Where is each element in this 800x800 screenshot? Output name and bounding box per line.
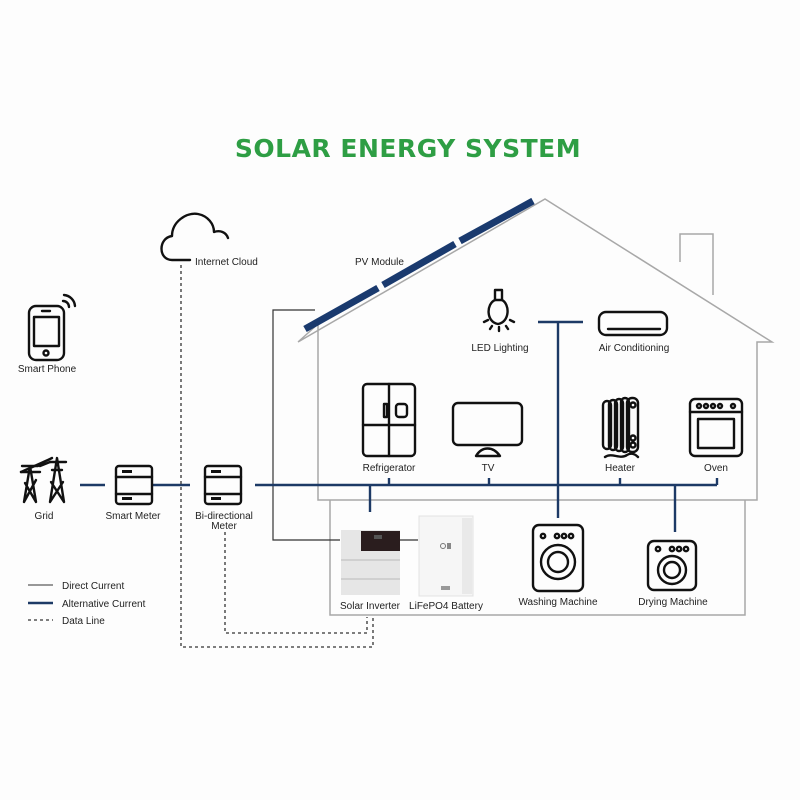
drying-machine-icon [646, 539, 698, 592]
grid-label: Grid [35, 511, 54, 522]
pv-module [303, 197, 535, 333]
solar-inverter-icon [341, 530, 400, 595]
heater-icon [601, 396, 640, 459]
air-conditioner-icon [597, 310, 669, 337]
diagram-title: SOLAR ENERGY SYSTEM [235, 134, 581, 163]
legend-item-direct-current: Direct Current [28, 581, 124, 592]
pv-panel [458, 197, 535, 245]
battery-icon [418, 515, 474, 597]
legend-label: Data Line [62, 616, 105, 627]
battery-label: LiFePO4 Battery [409, 601, 483, 612]
tv-label: TV [482, 463, 495, 474]
grid-tower-icon [19, 456, 68, 504]
data-lines [180, 265, 374, 648]
bidirectional-meter-label-line2: Meter [211, 521, 237, 532]
washing-machine-label: Washing Machine [518, 597, 598, 608]
legend: Direct Current Alternative Current Data … [28, 581, 146, 627]
legend-label: Direct Current [62, 581, 124, 592]
refrigerator-label: Refrigerator [363, 463, 416, 474]
alternative-current-lines [80, 320, 719, 532]
legend-item-data-line: Data Line [28, 616, 105, 627]
pv-panel [381, 240, 457, 289]
smart-phone-label: Smart Phone [18, 364, 77, 375]
washing-machine-icon [531, 523, 585, 593]
light-bulb-icon [482, 288, 516, 333]
smart-meter-label: Smart Meter [105, 511, 161, 522]
oven-icon [688, 397, 744, 458]
led-lighting-label: LED Lighting [471, 343, 528, 354]
air-conditioning-label: Air Conditioning [599, 343, 670, 354]
heater-label: Heater [605, 463, 636, 474]
house-outline [297, 198, 775, 616]
smart-meter-icon [114, 464, 154, 506]
refrigerator-icon [361, 382, 417, 458]
smart-phone-icon [27, 293, 77, 362]
solar-inverter-label: Solar Inverter [340, 601, 401, 612]
legend-item-alternative-current: Alternative Current [28, 599, 146, 610]
pv-module-label: PV Module [355, 257, 404, 268]
direct-current-lines [272, 309, 418, 541]
bidirectional-meter-label-line1: Bi-directional [195, 511, 253, 522]
pv-panel [303, 284, 380, 333]
tv-icon [451, 401, 524, 458]
cloud-icon [160, 212, 230, 262]
internet-cloud-label: Internet Cloud [195, 257, 258, 268]
oven-label: Oven [704, 463, 728, 474]
drying-machine-label: Drying Machine [638, 597, 708, 608]
legend-label: Alternative Current [62, 599, 146, 610]
bidirectional-meter-icon [203, 464, 243, 506]
